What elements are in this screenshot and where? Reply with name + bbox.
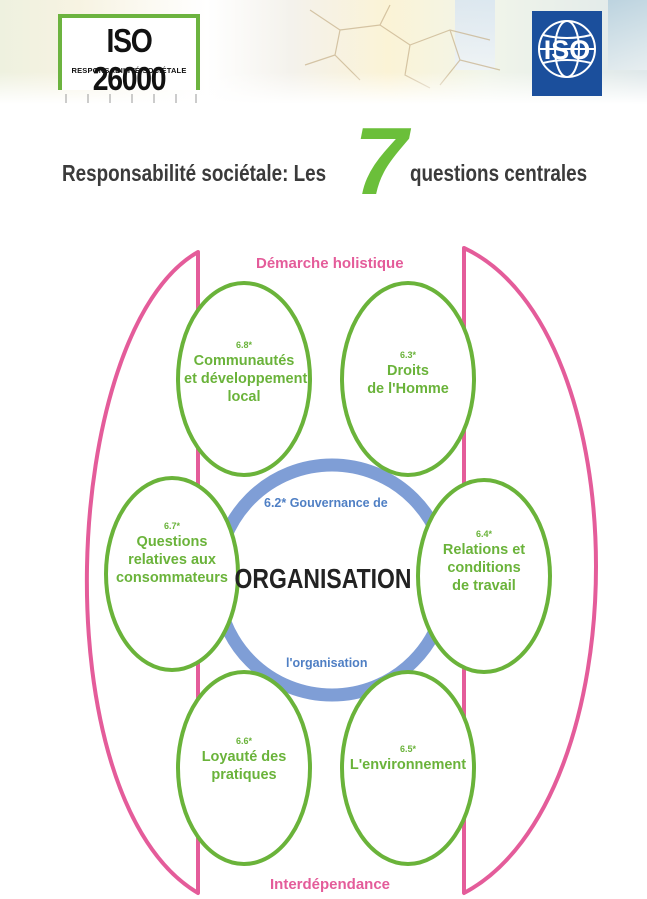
holistic-approach-label: Démarche holistique <box>256 255 404 272</box>
circle-human-rights <box>340 281 476 477</box>
question-code: 6.5* <box>399 744 416 754</box>
logo-number: ISO 26000 <box>92 22 167 97</box>
circle-fair-practices <box>176 670 312 866</box>
question-code: 6.4* <box>475 529 492 539</box>
question-labour-practices: 6.4* Relations et conditions de travail <box>424 527 544 595</box>
iso-mark: ISO <box>543 35 591 65</box>
interdependence-label: Interdépendance <box>270 876 391 893</box>
right-pink-bracket <box>462 246 598 895</box>
logo-subtitle: RESPONSABILITÉ SOCIÉTALE <box>71 66 187 75</box>
governance-label-bottom: l'organisation <box>286 656 368 670</box>
logo-ruler-decoration <box>65 94 197 103</box>
question-consumers: 6.7* Questions relatives aux consommateu… <box>112 519 232 587</box>
question-human-rights: 6.3* Droits de l'Homme <box>348 348 468 398</box>
question-code: 6.3* <box>399 350 416 360</box>
iso-26000-logo: ISO 26000 RESPONSABILITÉ SOCIÉTALE <box>58 14 200 97</box>
title-suffix: questions centrales <box>410 160 588 186</box>
organisation-label: ORGANISATION <box>234 563 412 594</box>
circle-environment <box>340 670 476 866</box>
circle-labour <box>416 478 552 674</box>
governance-label-top: 6.2* Gouvernance de <box>264 496 388 510</box>
question-communities: 6.8* Communautés et développement local <box>184 340 308 405</box>
circle-consumers <box>104 476 240 672</box>
question-fair-practices: 6.6* Loyauté des pratiques <box>184 734 304 784</box>
title-prefix: Responsabilité sociétale: Les <box>62 160 327 186</box>
globe-icon <box>538 20 596 78</box>
question-environment: 6.5* L'environnement <box>349 744 467 773</box>
question-code: 6.6* <box>235 736 252 746</box>
iso-logo: ISO <box>532 11 602 96</box>
title-number: 7 <box>354 108 408 215</box>
title: Responsabilité sociétale: Les 7 question… <box>0 112 647 212</box>
banner-decoration <box>455 0 495 70</box>
banner-corner-image <box>608 0 647 70</box>
left-pink-bracket <box>84 250 200 895</box>
circle-communities <box>176 281 312 477</box>
question-code: 6.8* <box>235 340 252 350</box>
question-code: 6.7* <box>163 521 180 531</box>
